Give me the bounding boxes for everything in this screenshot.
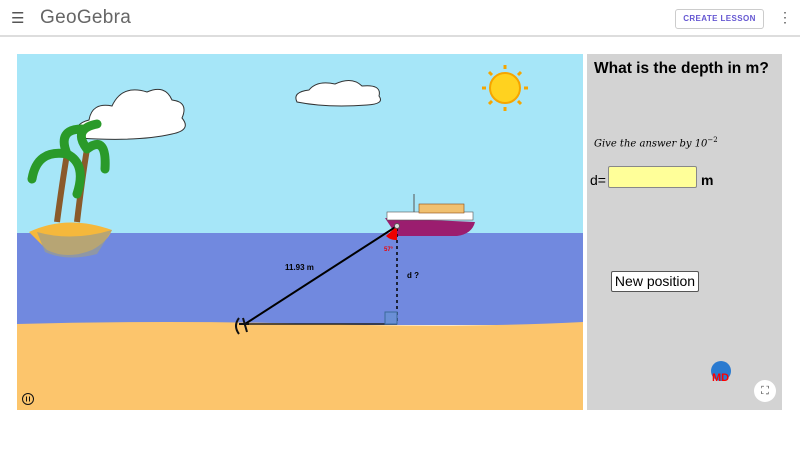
question-panel: What is the depth in m? Give the answer … <box>587 54 782 410</box>
sea <box>17 233 583 325</box>
pause-icon[interactable] <box>22 393 34 405</box>
geogebra-applet[interactable]: 11.93 m 57° d ? <box>17 54 583 410</box>
sand <box>17 322 583 410</box>
cloud-icon <box>76 88 186 140</box>
angle-label: 57° <box>384 247 394 253</box>
svg-text:MD: MD <box>712 372 729 384</box>
hypotenuse-label: 11.93 m <box>285 263 314 272</box>
island-icon <box>27 119 112 258</box>
sun-icon <box>482 65 528 111</box>
top-bar: ☰ GeoGebra CREATE LESSON ⋮ <box>0 0 800 37</box>
boat-icon <box>385 194 475 236</box>
sky <box>17 54 583 234</box>
right-angle-mark <box>384 311 398 325</box>
more-vert-icon[interactable]: ⋮ <box>778 9 792 25</box>
d-label: d= <box>590 172 606 188</box>
angle-mark <box>386 226 397 241</box>
depth-label: d ? <box>407 271 419 280</box>
hint-exponent: −2 <box>707 136 718 144</box>
hamburger-icon[interactable]: ☰ <box>11 10 25 27</box>
fullscreen-icon[interactable]: ⛶ <box>754 380 776 402</box>
new-position-button[interactable]: New position <box>611 271 699 292</box>
hint-label: Give the answer by 10 <box>594 138 708 150</box>
unit-label: m <box>701 172 714 188</box>
hint-text: Give the answer by 10−2 <box>594 136 718 149</box>
globe-md-icon: MD <box>711 361 731 384</box>
depth-input[interactable] <box>608 166 697 188</box>
cloud-icon <box>295 80 381 107</box>
anchor-icon <box>235 317 249 335</box>
scene-canvas: 11.93 m 57° d ? <box>17 54 583 410</box>
geogebra-logo[interactable]: GeoGebra <box>40 7 132 28</box>
question-title: What is the depth in m? <box>594 60 769 77</box>
chain-line <box>244 225 398 325</box>
boat-point[interactable] <box>394 223 400 229</box>
create-lesson-button[interactable]: CREATE LESSON <box>675 9 764 29</box>
